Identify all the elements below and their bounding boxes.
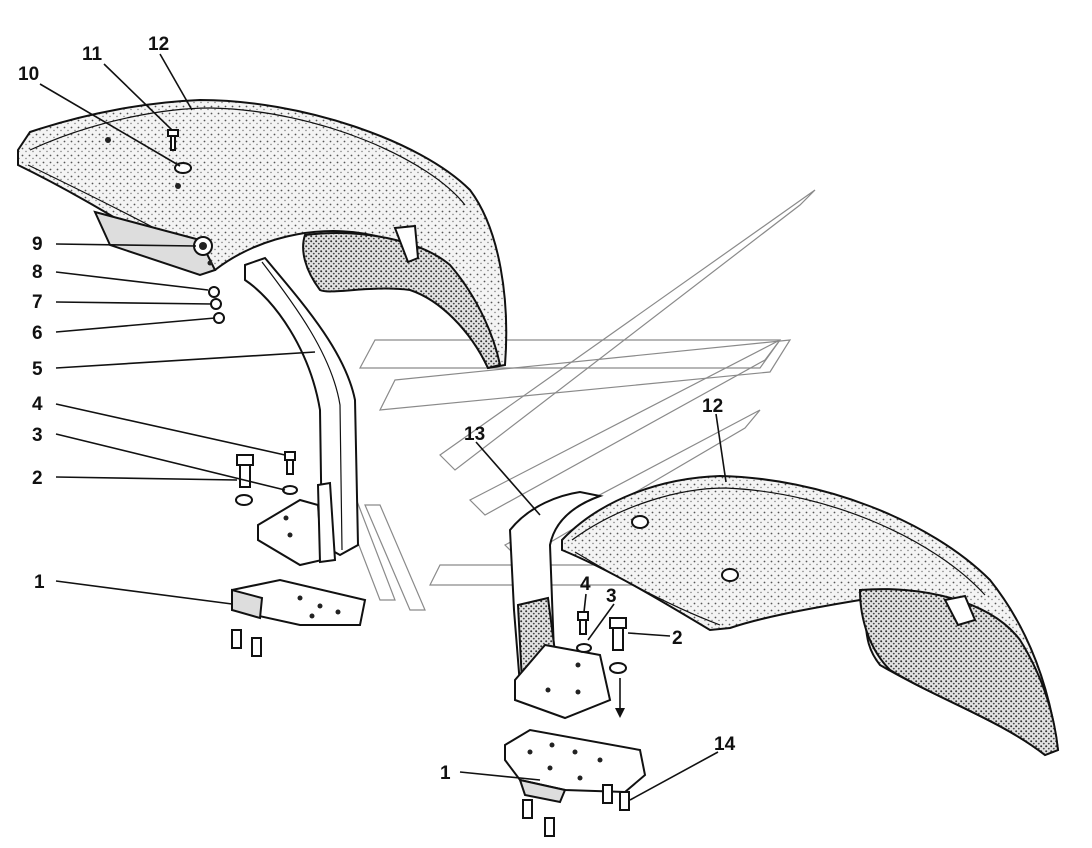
callout-4-right: 4 [580, 574, 591, 595]
right-fender-skirt [858, 588, 1060, 757]
right-fender-assembly [504, 474, 1060, 837]
callout-4-left: 4 [32, 394, 43, 415]
callout-9: 9 [32, 234, 43, 255]
callout-2-right: 2 [672, 628, 683, 649]
left-fender-assembly [17, 98, 508, 657]
callout-7: 7 [32, 292, 43, 313]
callout-11: 11 [82, 44, 103, 65]
callout-10: 10 [18, 64, 39, 85]
callout-labels: 12 11 10 9 8 7 6 5 4 3 2 1 13 12 4 3 2 1… [18, 34, 736, 784]
right-bracket-foot [514, 643, 612, 720]
leader-lines [39, 53, 727, 801]
callout-5: 5 [32, 359, 43, 380]
callout-1-left: 1 [34, 572, 45, 593]
callout-13: 13 [464, 424, 485, 445]
left-support-bracket [244, 256, 360, 557]
callout-6: 6 [32, 323, 43, 344]
left-fender-wing [17, 98, 508, 370]
callout-12-left: 12 [148, 34, 169, 55]
callout-3-right: 3 [606, 586, 617, 607]
callout-3-left: 3 [32, 425, 43, 446]
callout-12-right: 12 [702, 396, 723, 417]
callout-1-right: 1 [440, 763, 451, 784]
callout-8: 8 [32, 262, 43, 283]
left-fender-skirt [302, 232, 502, 370]
callout-14: 14 [714, 734, 736, 755]
callout-2-left: 2 [32, 468, 43, 489]
